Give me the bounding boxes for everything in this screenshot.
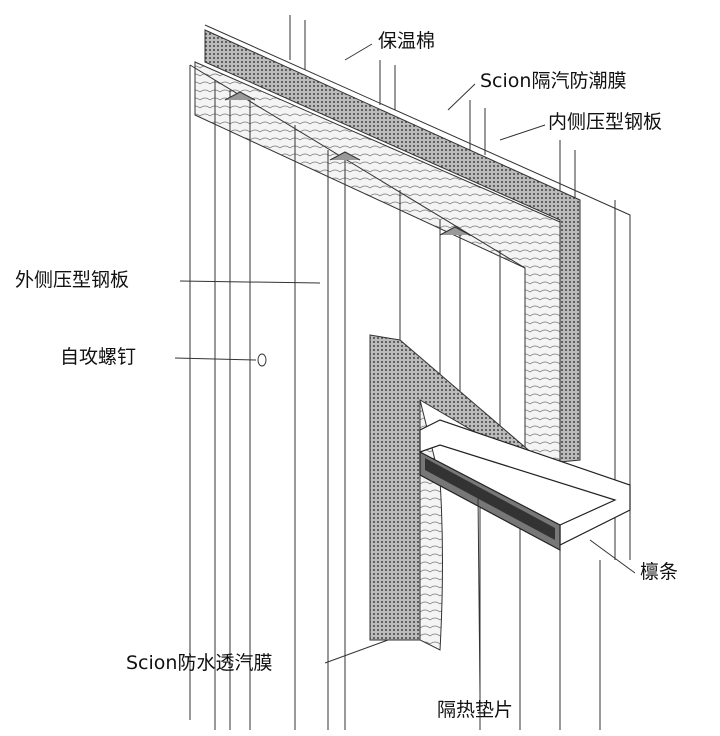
thermal-spacer bbox=[425, 458, 555, 540]
outer-steel-sheet bbox=[189, 64, 601, 730]
label-thermal-spacer: 隔热垫片 bbox=[437, 699, 514, 721]
label-self-tapping-screw: 自攻螺钉 bbox=[60, 346, 137, 368]
label-inner-steel-sheet: 内侧压型钢板 bbox=[548, 111, 663, 133]
label-purlin: 檩条 bbox=[640, 561, 679, 583]
label-vapor-barrier: Scion隔汽防潮膜 bbox=[480, 70, 627, 92]
label-outer-steel-sheet: 外侧压型钢板 bbox=[15, 269, 130, 291]
label-insulation-wool: 保温棉 bbox=[378, 30, 436, 52]
leader-lines bbox=[174, 43, 636, 696]
self-tapping-screw-icon bbox=[257, 353, 267, 367]
label-breathable-membrane: Scion防水透汽膜 bbox=[126, 652, 273, 674]
